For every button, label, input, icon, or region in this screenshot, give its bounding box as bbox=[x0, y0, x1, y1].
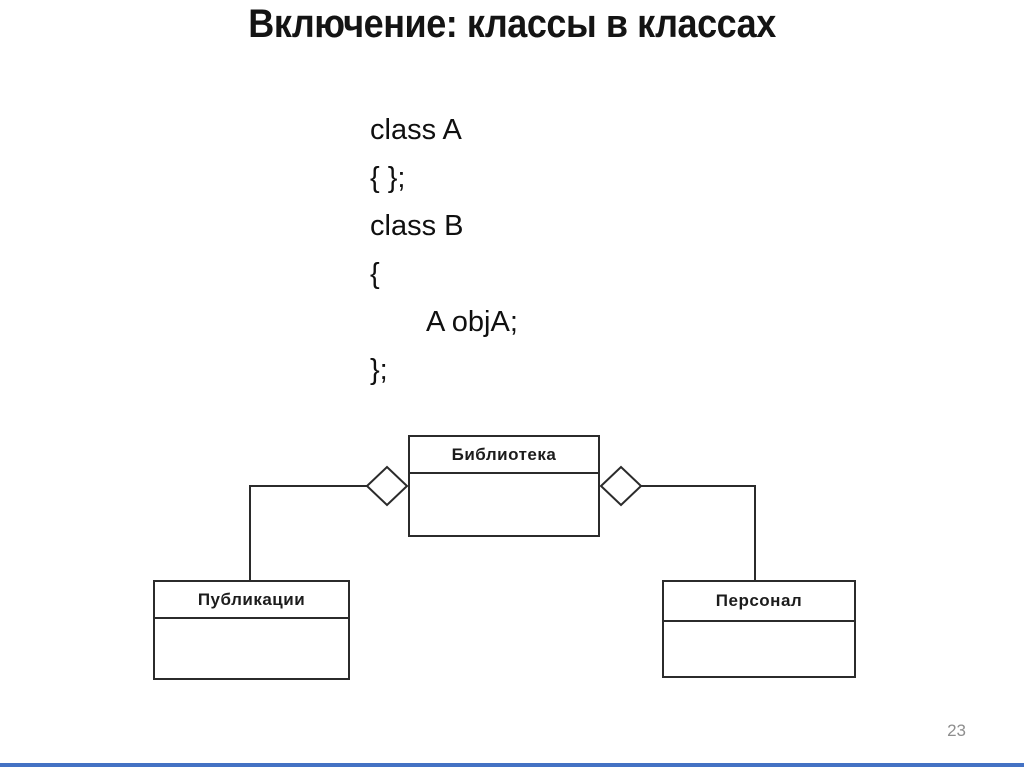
code-line: class A bbox=[370, 114, 462, 146]
connector-library-publications bbox=[249, 485, 367, 581]
code-line: }; bbox=[370, 354, 388, 386]
code-line: { bbox=[370, 258, 380, 290]
class-box-publications: Публикации bbox=[153, 580, 350, 680]
code-line: A objA; bbox=[426, 306, 518, 338]
code-line: class B bbox=[370, 210, 464, 242]
code-block: class A { }; class B { A objA; }; bbox=[370, 106, 518, 394]
connector-library-personnel bbox=[641, 485, 756, 581]
class-box-title-label: Публикации bbox=[155, 582, 348, 619]
aggregation-diamond-left bbox=[365, 465, 409, 507]
slide-title: Включение: классы в классах bbox=[0, 2, 1024, 47]
class-box-personnel: Персонал bbox=[662, 580, 856, 678]
aggregation-diamond-right bbox=[599, 465, 643, 507]
slide-title-text: Включение: классы в классах bbox=[248, 2, 776, 46]
code-line: { }; bbox=[370, 162, 406, 194]
bottom-accent-bar bbox=[0, 763, 1024, 767]
class-box-library: Библиотека bbox=[408, 435, 600, 537]
class-box-title-label: Библиотека bbox=[410, 437, 598, 474]
page-number: 23 bbox=[947, 721, 966, 740]
class-box-title-label: Персонал bbox=[664, 582, 854, 622]
